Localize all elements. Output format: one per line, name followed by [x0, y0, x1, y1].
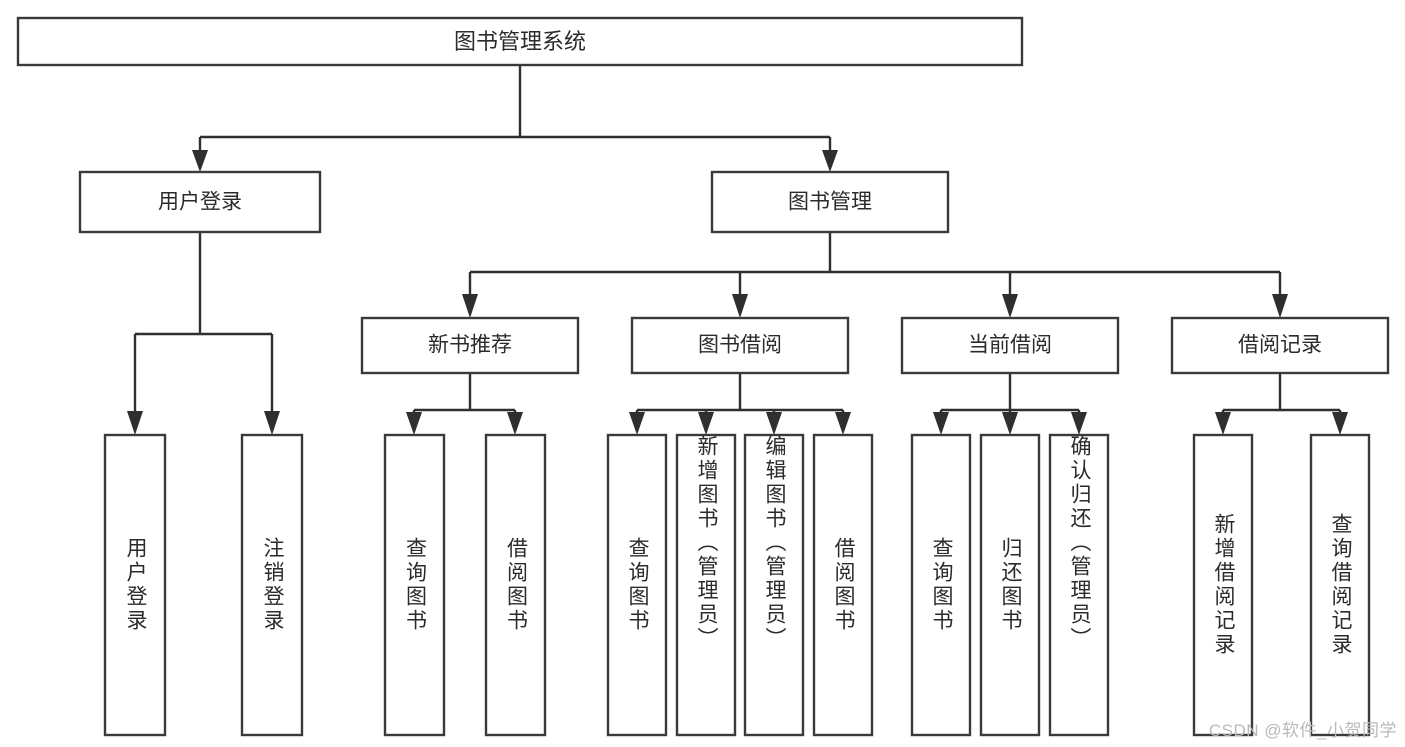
arrowhead-book-borrow	[732, 294, 748, 318]
arrowhead-new-book	[462, 294, 478, 318]
node-current-borrow-label: 当前借阅	[968, 334, 1052, 357]
arrowhead-user-login	[192, 150, 208, 172]
node-book-borrow[interactable]: 图书借阅	[630, 316, 850, 375]
leaf-box-cb-query-book[interactable]	[910, 433, 972, 737]
node-user-login-box[interactable]	[78, 170, 322, 234]
leaf-box-logout[interactable]	[240, 433, 304, 737]
node-borrow-record-box[interactable]	[1170, 316, 1390, 375]
arrowhead-bb-leaf-3	[766, 412, 782, 435]
arrowhead-cb-leaf-1	[933, 412, 949, 435]
leaf-box-cb-return-book[interactable]	[979, 433, 1041, 737]
arrowhead-borrow-record	[1272, 294, 1288, 318]
arrowhead-br-leaf-1	[1215, 412, 1231, 435]
node-borrow-record[interactable]: 借阅记录	[1170, 316, 1390, 375]
node-book-management-box[interactable]	[710, 170, 950, 234]
node-root-box[interactable]	[16, 16, 1024, 67]
arrowhead-nb-leaf-2	[507, 412, 523, 435]
leaf-box-layer	[103, 433, 1371, 737]
leaf-box-cb-confirm-return[interactable]	[1048, 433, 1110, 737]
node-root[interactable]: 图书管理系统	[16, 16, 1024, 67]
node-book-borrow-label: 图书借阅	[698, 334, 782, 357]
arrowhead-br-leaf-2	[1332, 412, 1348, 435]
node-book-management[interactable]: 图书管理	[710, 170, 950, 234]
arrowhead-current-borrow	[1002, 294, 1018, 318]
node-book-borrow-box[interactable]	[630, 316, 850, 375]
node-new-book-recommend-label: 新书推荐	[428, 334, 512, 357]
leaf-box-bb-edit-book[interactable]	[743, 433, 805, 737]
leaf-box-br-query-record[interactable]	[1309, 433, 1371, 737]
arrowhead-nb-leaf-1	[406, 412, 422, 435]
node-current-borrow[interactable]: 当前借阅	[900, 316, 1120, 375]
node-borrow-record-label: 借阅记录	[1238, 334, 1322, 357]
node-new-book-recommend[interactable]: 新书推荐	[360, 316, 580, 375]
leaf-box-bb-borrow-book[interactable]	[812, 433, 874, 737]
leaf-box-nb-borrow-book[interactable]	[484, 433, 547, 737]
connector-layer	[127, 65, 1348, 435]
arrowhead-bb-leaf-4	[835, 412, 851, 435]
leaf-box-nb-query-book[interactable]	[383, 433, 446, 737]
node-root-label: 图书管理系统	[454, 29, 586, 54]
arrowhead-cb-leaf-2	[1002, 412, 1018, 435]
node-book-management-label: 图书管理	[788, 191, 872, 214]
node-new-book-recommend-box[interactable]	[360, 316, 580, 375]
node-user-login[interactable]: 用户登录	[78, 170, 322, 234]
node-current-borrow-box[interactable]	[900, 316, 1120, 375]
leaf-box-br-add-record[interactable]	[1192, 433, 1254, 737]
watermark: CSDN @软件_小贺同学	[1208, 721, 1397, 740]
leaf-box-bb-add-book[interactable]	[675, 433, 737, 737]
arrowhead-leaf-user-login	[127, 411, 143, 435]
leaf-box-user-login[interactable]	[103, 433, 167, 737]
arrowhead-bb-leaf-1	[629, 412, 645, 435]
node-user-login-label: 用户登录	[158, 191, 242, 214]
leaf-box-bb-query-book[interactable]	[606, 433, 668, 737]
arrowhead-bb-leaf-2	[698, 412, 714, 435]
arrowhead-book-mgmt	[822, 150, 838, 172]
arrowhead-cb-leaf-3	[1071, 412, 1087, 435]
arrowhead-leaf-logout	[264, 411, 280, 435]
